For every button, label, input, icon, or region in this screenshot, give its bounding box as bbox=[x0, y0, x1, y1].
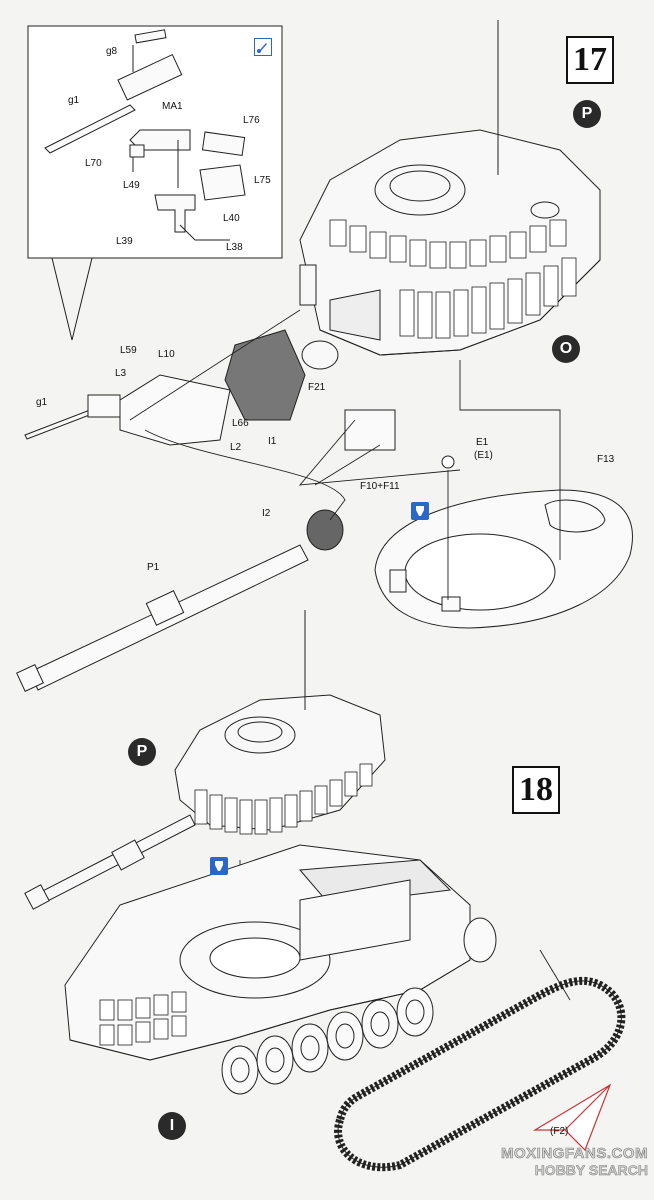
part-label: g8 bbox=[106, 46, 118, 57]
part-label: L10 bbox=[158, 349, 175, 360]
part-label: L70 bbox=[85, 158, 102, 169]
watermark-line1: MOXINGFANS.COM bbox=[500, 1145, 648, 1163]
glue-icon bbox=[411, 502, 429, 520]
gun-barrel-p1 bbox=[16, 509, 344, 692]
watermark: MOXINGFANS.COM HOBBY SEARCH bbox=[500, 1145, 649, 1179]
track-part-label: (F2) bbox=[550, 1126, 569, 1137]
inset-machine-gun bbox=[44, 29, 246, 241]
part-label: (E1) bbox=[474, 450, 493, 461]
part-label: MA1 bbox=[162, 101, 183, 112]
part-label: L76 bbox=[243, 115, 260, 126]
connector-lines bbox=[129, 309, 571, 1001]
hull-side-armor bbox=[99, 991, 187, 1046]
part-label: P1 bbox=[147, 562, 160, 573]
badge-p-bottom: P bbox=[128, 738, 156, 766]
step-number-18: 18 bbox=[512, 766, 560, 814]
part-label: L75 bbox=[254, 175, 271, 186]
part-label: L39 bbox=[116, 236, 133, 247]
turret-18-armor-plates bbox=[194, 763, 373, 835]
paper-plane-logo bbox=[532, 1083, 612, 1152]
part-label: g1 bbox=[36, 397, 48, 408]
part-label: L40 bbox=[223, 213, 240, 224]
part-label: F10+F11 bbox=[360, 481, 400, 492]
road-wheels bbox=[221, 917, 497, 1095]
badge-p-top: P bbox=[573, 100, 601, 128]
mantlet-17 bbox=[24, 329, 455, 469]
part-label: L49 bbox=[123, 180, 140, 191]
part-label: L2 bbox=[230, 442, 242, 453]
badge-o: O bbox=[552, 335, 580, 363]
track-link-assembly bbox=[334, 976, 626, 1172]
watermark-line2: HOBBY SEARCH bbox=[534, 1162, 648, 1179]
part-label: I2 bbox=[262, 508, 271, 519]
badge-i: I bbox=[158, 1112, 186, 1140]
paint-icon bbox=[254, 38, 272, 56]
glue-icon bbox=[210, 857, 228, 875]
part-label: F21 bbox=[308, 382, 326, 393]
part-label: L3 bbox=[115, 368, 127, 379]
turret-17-armor-plates bbox=[329, 219, 577, 339]
part-label: L59 bbox=[120, 345, 137, 356]
part-label: F13 bbox=[597, 454, 615, 465]
part-label: E1 bbox=[476, 437, 489, 448]
turret-ring-f13 bbox=[374, 489, 633, 629]
part-label: L38 bbox=[226, 242, 243, 253]
part-label: I1 bbox=[268, 436, 277, 447]
part-label: g1 bbox=[68, 95, 80, 106]
step-number-17: 17 bbox=[566, 36, 614, 84]
part-label: L66 bbox=[232, 418, 249, 429]
